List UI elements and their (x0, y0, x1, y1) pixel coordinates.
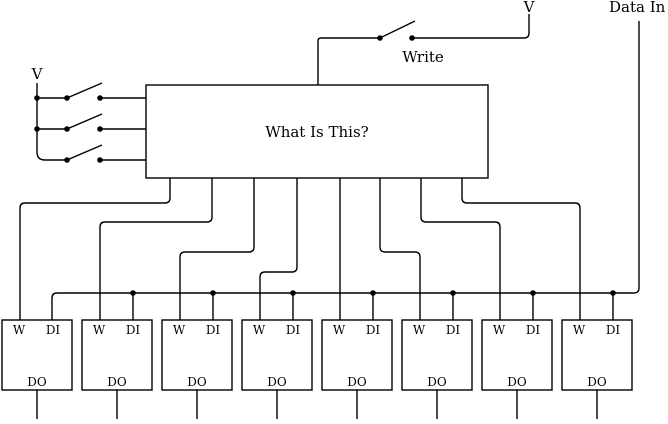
write-switch-contact (409, 35, 415, 41)
data-in-bus (51, 21, 640, 320)
latch-w-label: W (13, 323, 26, 337)
junction-dot (34, 95, 40, 101)
latch-7-labels: W DI DO (493, 323, 541, 389)
switch-feed-wire (36, 83, 67, 161)
latch-5-labels: W DI DO (333, 323, 381, 389)
latch-do-label: DO (347, 375, 367, 389)
write-switch-contact (377, 35, 383, 41)
latch-di-label: DI (446, 323, 461, 337)
data-in-branches (132, 293, 614, 320)
switch-1-blade (66, 82, 103, 99)
junction-dot (290, 290, 296, 296)
latches (1, 319, 633, 419)
latch-di-label: DI (606, 323, 621, 337)
write-line-4 (259, 178, 298, 320)
latch-4 (241, 319, 313, 419)
latch-do-label: DO (587, 375, 607, 389)
junction-dot (610, 290, 616, 296)
latch-do-label: DO (507, 375, 527, 389)
latch-do-label: DO (107, 375, 127, 389)
junction-dots (34, 35, 616, 296)
write-wire-right (412, 14, 530, 39)
latch-w-label: W (173, 323, 186, 337)
latch-di-label: DI (126, 323, 141, 337)
latch-7 (481, 319, 553, 419)
switch-contact (97, 95, 103, 101)
junction-dot (210, 290, 216, 296)
junction-dot (450, 290, 456, 296)
latch-di-label: DI (526, 323, 541, 337)
junction-dot (130, 290, 136, 296)
latch-w-label: W (93, 323, 106, 337)
latch-3-labels: W DI DO (173, 323, 221, 389)
latch-w-label: W (413, 323, 426, 337)
latch-w-label: W (253, 323, 266, 337)
latch-di-label: DI (206, 323, 221, 337)
write-line-7 (420, 178, 501, 320)
switch-contact (64, 95, 70, 101)
latch-w-label: W (493, 323, 506, 337)
what-is-this-box (145, 84, 489, 179)
latch-do-label: DO (27, 375, 47, 389)
latch-di-label: DI (46, 323, 61, 337)
latch-di-label: DI (286, 323, 301, 337)
junction-dot (530, 290, 536, 296)
latch-4-labels: W DI DO (253, 323, 301, 389)
latch-2 (81, 319, 153, 419)
latch-do-label: DO (427, 375, 447, 389)
write-switch (317, 14, 530, 85)
labels: V V Write Data In What Is This? W DI DO … (13, 0, 666, 389)
latch-5 (321, 319, 393, 419)
write-line-8 (461, 178, 581, 320)
switch-contact (97, 157, 103, 163)
latch-do-label: DO (187, 375, 207, 389)
data-in-label: Data In (609, 0, 666, 16)
junction-dot (34, 126, 40, 132)
latch-do-label: DO (267, 375, 287, 389)
write-line-1 (19, 178, 171, 320)
latch-w-label: W (573, 323, 586, 337)
switch-contact (64, 157, 70, 163)
latch-8 (561, 319, 633, 419)
switch-2-blade (66, 113, 103, 130)
latch-6-labels: W DI DO (413, 323, 461, 389)
switch-3-blade (66, 144, 103, 161)
write-line-3 (179, 178, 255, 320)
latch-2-labels: W DI DO (93, 323, 141, 389)
latch-6 (401, 319, 473, 419)
latch-8-labels: W DI DO (573, 323, 621, 389)
address-switches (36, 82, 146, 161)
write-wire-left (317, 37, 380, 85)
write-lines (19, 178, 581, 320)
switch-contact (64, 126, 70, 132)
switch-contact (97, 126, 103, 132)
latch-w-label: W (333, 323, 346, 337)
voltage-label-left: V (31, 65, 44, 83)
write-switch-blade (379, 20, 416, 39)
latch-di-label: DI (366, 323, 381, 337)
voltage-label-top: V (523, 0, 536, 16)
latch-1-labels: W DI DO (13, 323, 61, 389)
write-line-6 (379, 178, 421, 320)
latch-1 (1, 319, 73, 419)
junction-dot (370, 290, 376, 296)
write-label: Write (402, 48, 444, 66)
write-line-2 (99, 178, 213, 320)
latch-3 (161, 319, 233, 419)
center-box-label: What Is This? (265, 123, 368, 141)
